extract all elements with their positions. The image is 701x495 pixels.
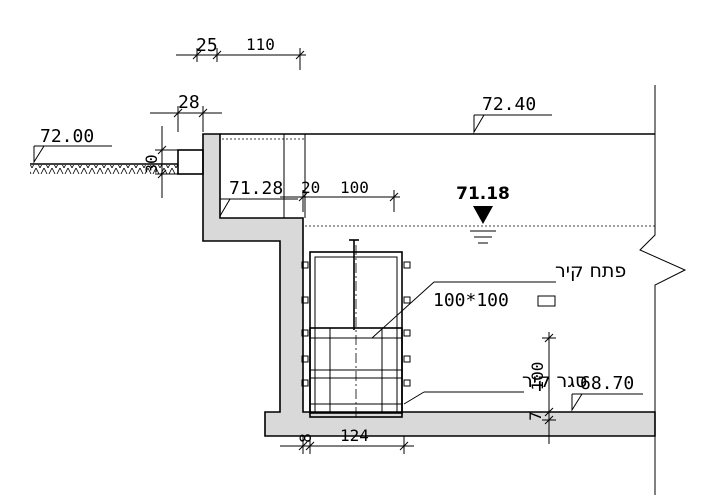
soil-hatch bbox=[30, 165, 178, 174]
dim-110: 110 bbox=[246, 35, 275, 54]
dim-20: 20 bbox=[301, 178, 320, 197]
label-wall-opening: פתח קיר bbox=[555, 260, 626, 282]
level-water: 71.18 bbox=[456, 184, 510, 204]
dim-100-horizontal: 100 bbox=[340, 178, 369, 197]
level-marker-top: 72.40 bbox=[473, 94, 552, 134]
annotation-gate: סגר קיר bbox=[403, 370, 587, 405]
dim-100-7: 100 7 bbox=[526, 332, 556, 444]
dim-100-vertical: 100 bbox=[528, 362, 547, 391]
label-wall-gate: סגר קיר bbox=[522, 370, 587, 392]
wall-gate bbox=[301, 239, 411, 418]
level-floor-right: 68.70 bbox=[580, 373, 634, 394]
pipe-stub bbox=[177, 149, 204, 175]
label-opening-size: 100*100 bbox=[433, 290, 509, 311]
dim-7: 7 bbox=[526, 411, 545, 421]
annotation-opening: פתח קיר 100*100 bbox=[371, 260, 626, 339]
water-level-symbol bbox=[473, 206, 493, 224]
level-marker-floor: 68.70 bbox=[571, 373, 643, 412]
level-wall-inner: 71.28 bbox=[229, 178, 283, 199]
dim-124: 124 bbox=[340, 426, 369, 445]
break-line bbox=[639, 85, 687, 495]
dim-30: 30 bbox=[142, 126, 178, 198]
dim-28: 28 bbox=[150, 92, 222, 132]
dim-25: 25 bbox=[196, 35, 218, 56]
dim-8: 8 bbox=[296, 433, 315, 443]
level-marker-ground: 72.00 bbox=[33, 126, 112, 164]
rect-symbol bbox=[537, 295, 556, 307]
level-top-right: 72.40 bbox=[482, 94, 536, 115]
level-ground-left: 72.00 bbox=[40, 126, 94, 147]
dim-top: 25 110 bbox=[176, 35, 306, 70]
dim-20-100: 20 100 bbox=[280, 178, 400, 212]
dim-28-text: 28 bbox=[178, 92, 200, 113]
level-marker-inner: 71.28 bbox=[219, 178, 298, 218]
dim-8-124: 8 124 bbox=[280, 426, 414, 454]
dim-30-text: 30 bbox=[142, 154, 161, 173]
